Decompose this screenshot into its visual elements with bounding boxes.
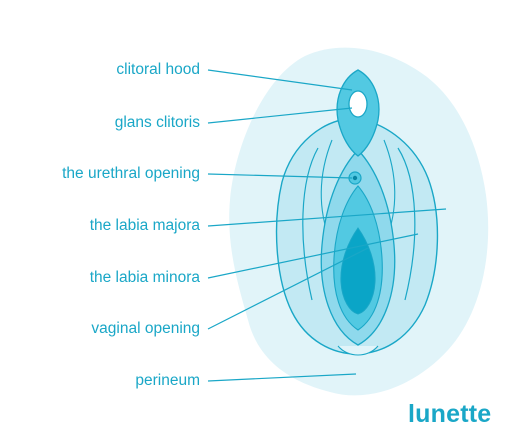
label-glans-clitoris: glans clitoris <box>114 114 200 131</box>
leader-line-glans-clitoris <box>207 107 353 124</box>
glans-clitoris-shape <box>348 90 368 118</box>
leader-line-clitoral-hood <box>207 69 353 91</box>
label-perineum: perineum <box>135 372 200 389</box>
label-urethral-opening: the urethral opening <box>62 165 200 182</box>
label-labia-minora: the labia minora <box>89 269 200 286</box>
leader-line-urethral-opening <box>207 173 353 179</box>
label-labia-majora: the labia majora <box>89 217 200 234</box>
leader-line-vaginal-opening <box>207 247 369 330</box>
label-clitoral-hood: clitoral hood <box>116 61 200 78</box>
leader-line-labia-majora <box>207 208 447 227</box>
leader-line-labia-minora <box>207 233 419 279</box>
label-vaginal-opening: vaginal opening <box>91 320 200 337</box>
leader-line-perineum <box>207 373 357 382</box>
vaginal-opening-shape <box>340 227 376 315</box>
lunette-logo: lunette <box>408 400 492 428</box>
